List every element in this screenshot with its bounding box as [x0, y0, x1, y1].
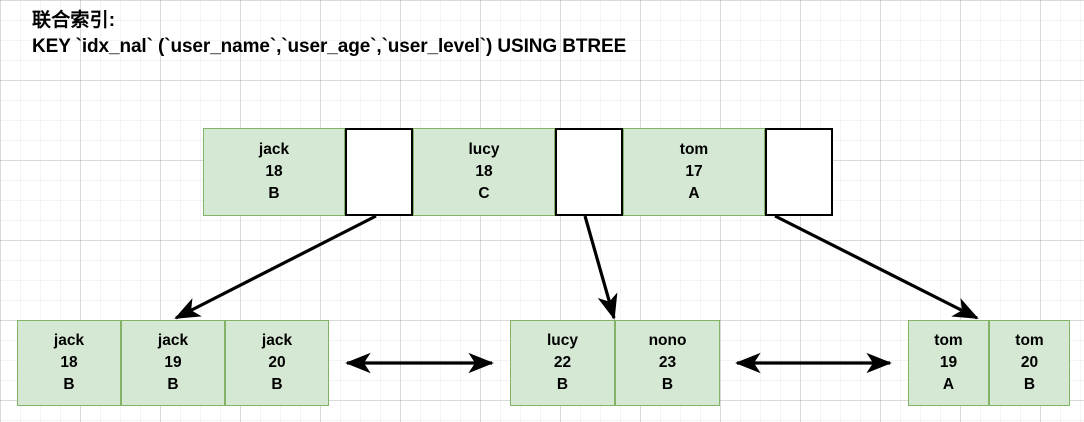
leaf-middle-2-level: B — [661, 376, 674, 393]
leaf-left-3-level: B — [271, 376, 283, 393]
child-connectors — [174, 214, 979, 320]
leaf-left-2-age: 19 — [164, 354, 182, 371]
leaf-middle-2-age: 23 — [658, 354, 677, 371]
root-key-1-name: jack — [258, 141, 290, 158]
leaf-left-2-name: jack — [157, 332, 189, 349]
root-pointer-1-to-leaf-left — [174, 214, 377, 320]
leaf-left-cell-1[interactable]: jack 18 B — [17, 320, 121, 406]
leaf-right-cell-2[interactable]: tom 20 B — [989, 320, 1070, 406]
root-key-cell-2[interactable]: lucy 18 C — [413, 128, 555, 216]
root-pointer-2-to-leaf-middle — [583, 215, 618, 320]
leaf-left-1-name: jack — [53, 332, 85, 349]
leaf-middle-1-age: 22 — [553, 354, 572, 371]
root-pointer-cell-1[interactable] — [345, 128, 413, 216]
root-key-1-level: B — [268, 185, 280, 202]
root-key-cell-1[interactable]: jack 18 B — [203, 128, 345, 216]
root-key-cell-3[interactable]: tom 17 A — [623, 128, 765, 216]
leaf-right-1-level: A — [942, 376, 955, 393]
root-key-1-age: 18 — [265, 163, 283, 180]
leaf-middle-1-level: B — [556, 376, 569, 393]
leaf-right-1-age: 19 — [939, 354, 958, 371]
leaf-left-1-age: 18 — [60, 354, 78, 371]
root-key-3-level: A — [688, 185, 700, 202]
root-pointer-3-to-leaf-right — [774, 214, 979, 320]
leaf-middle-cell-2[interactable]: nono 23 B — [615, 320, 720, 406]
leaf-left-cell-3[interactable]: jack 20 B — [225, 320, 329, 406]
leaf-left-1-level: B — [63, 376, 75, 393]
leaf-middle-1-name: lucy — [546, 332, 578, 349]
leaf-right-cell-1[interactable]: tom 19 A — [908, 320, 989, 406]
root-pointer-cell-3[interactable] — [765, 128, 833, 216]
title-sql-definition: KEY `idx_nal` (`user_name`,`user_age`,`u… — [32, 36, 627, 58]
leaf-right-2-age: 20 — [1020, 354, 1039, 371]
leaf-left-3-name: jack — [261, 332, 293, 349]
leaf-right-2-name: tom — [1015, 332, 1044, 349]
root-key-2-level: C — [478, 185, 490, 202]
btree-leaf-node-left: jack 18 B jack 19 B jack 20 B — [17, 320, 329, 406]
leaf-left-3-age: 20 — [268, 354, 286, 371]
btree-root-node: jack 18 B lucy 18 C tom 17 A — [203, 128, 833, 216]
root-key-3-name: tom — [679, 141, 709, 158]
leaf-left-cell-2[interactable]: jack 19 B — [121, 320, 225, 406]
root-key-2-age: 18 — [475, 163, 493, 180]
leaf-right-2-level: B — [1023, 376, 1036, 393]
root-pointer-cell-2[interactable] — [555, 128, 623, 216]
leaf-left-2-level: B — [167, 376, 179, 393]
leaf-right-1-name: tom — [934, 332, 963, 349]
root-key-2-name: lucy — [468, 141, 500, 158]
leaf-middle-2-name: nono — [648, 332, 687, 349]
root-key-3-age: 17 — [685, 163, 703, 180]
diagram-title: 联合索引: KEY `idx_nal` (`user_name`,`user_a… — [32, 8, 626, 60]
btree-leaf-node-middle: lucy 22 B nono 23 B — [510, 320, 720, 406]
title-label-chinese: 联合索引: — [32, 10, 116, 31]
btree-leaf-node-right: tom 19 A tom 20 B — [908, 320, 1070, 406]
leaf-middle-cell-1[interactable]: lucy 22 B — [510, 320, 615, 406]
